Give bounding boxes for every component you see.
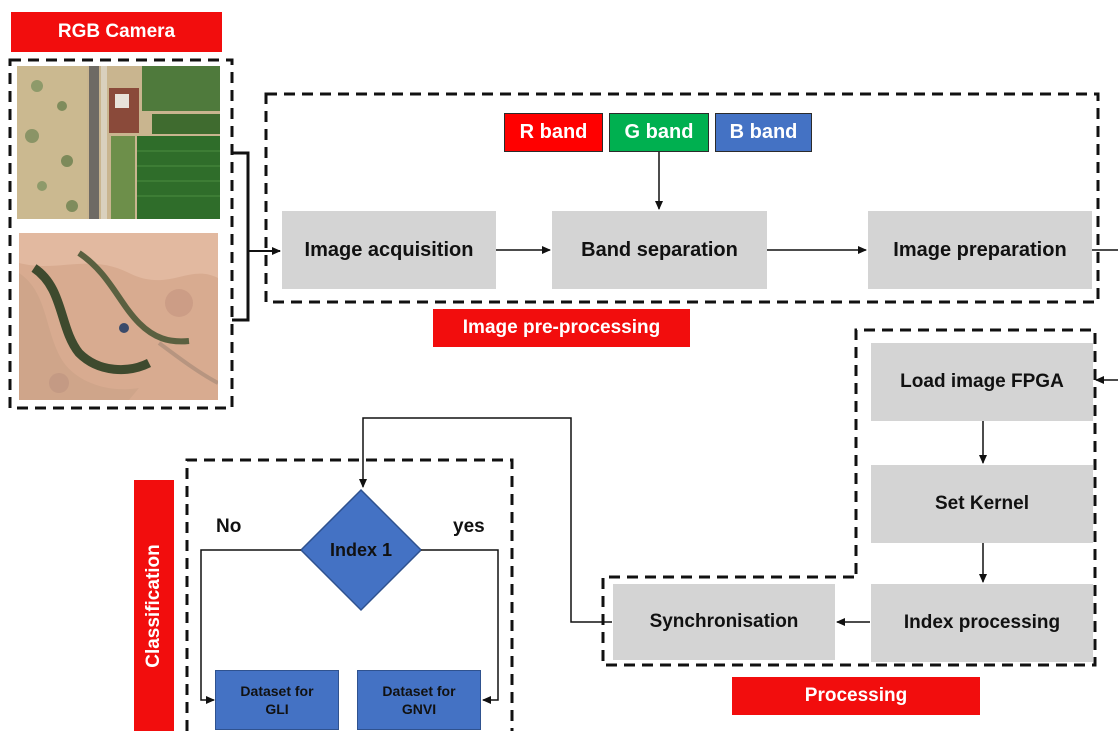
arrow-sync-to-decision [359, 417, 612, 623]
processing-container [601, 328, 1097, 667]
step-load-image-fpga: Load image FPGA [871, 343, 1093, 421]
step-band-separation: Band separation [552, 211, 767, 289]
step-index-processing: Index processing [871, 584, 1093, 662]
b-band-label: B band [715, 113, 812, 152]
preprocessing-container [264, 92, 1100, 304]
camera-container [8, 58, 234, 410]
r-band-text: R band [519, 121, 588, 143]
decision-label: Index 1 [329, 539, 393, 560]
g-band-label: G band [609, 113, 709, 152]
dataset-gli-box: Dataset for GLI [215, 670, 339, 730]
r-band-label: R band [504, 113, 603, 152]
arrow-no-branch [200, 549, 301, 704]
g-band-text: G band [624, 121, 694, 143]
classification-label-text: Classification [143, 543, 165, 668]
arrow-yes-branch [421, 549, 499, 704]
no-branch-label: No [216, 516, 242, 537]
camera-bracket [232, 151, 250, 322]
decision-diamond [299, 488, 423, 612]
aerial-photo-fields [17, 66, 220, 219]
aerial-photo-valley [19, 233, 218, 400]
processing-label: Processing [732, 677, 980, 715]
step-set-kernel: Set Kernel [871, 465, 1093, 543]
classification-container [185, 458, 514, 731]
b-band-text: B band [729, 121, 798, 143]
step-image-preparation: Image preparation [868, 211, 1092, 289]
camera-label: RGB Camera [11, 12, 222, 52]
classification-label: Classification [134, 480, 174, 731]
yes-branch-label: yes [453, 516, 485, 537]
preprocessing-label: Image pre-processing [433, 309, 690, 347]
dataset-gnvi-box: Dataset for GNVI [357, 670, 481, 730]
step-image-acquisition: Image acquisition [282, 211, 496, 289]
step-synchronisation: Synchronisation [613, 584, 835, 660]
